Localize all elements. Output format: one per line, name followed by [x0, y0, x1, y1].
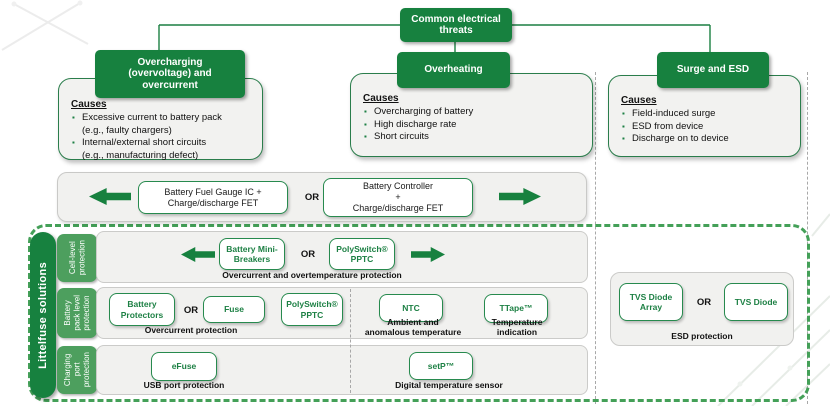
overcharging-title-box: Overcharging (overvoltage) and overcurre… — [95, 50, 245, 98]
decorative-trace-top-left — [1, 0, 89, 51]
tab-charging-port-protection: Charging port protection — [57, 346, 97, 394]
cause-item: Overcharging of battery — [363, 106, 582, 119]
setp-caption: Digital temperature sensor — [395, 380, 503, 390]
overheating-title-box: Overheating — [397, 52, 510, 88]
ttape-box: TTape™ — [484, 294, 548, 323]
polyswitch-pptc-box: PolySwitch® PPTC — [281, 293, 343, 326]
row-battery-pack-level-protection: Battery Protectors OR Fuse PolySwitch® P… — [96, 287, 588, 339]
left-arrow-icon — [89, 188, 131, 205]
littelfuse-solutions-container — [28, 224, 810, 402]
efuse-caption: USB port protection — [143, 380, 225, 390]
row-charging-port-protection: eFuse USB port protection setP™ Digital … — [96, 345, 588, 395]
battery-protectors-box: Battery Protectors — [109, 293, 175, 326]
tvs-diode-box: TVS Diode — [724, 283, 788, 321]
fuse-box: Fuse — [203, 296, 265, 323]
ntc-box: NTC — [379, 294, 443, 322]
causes-heading: Causes — [363, 93, 399, 104]
sidebar-label: Littelfuse solutions — [37, 261, 49, 369]
cause-item: Excessive current to battery pack (e.g.,… — [71, 112, 252, 137]
or-label: OR — [304, 191, 320, 203]
cause-item: Short circuits — [363, 131, 582, 144]
esd-column-divider-left — [595, 72, 596, 404]
solutions-group-divider — [350, 289, 351, 393]
ttape-caption: Temperature indication — [491, 317, 543, 337]
esd-protection-block: TVS Diode Array OR TVS Diode ESD protect… — [610, 272, 794, 346]
or-label: OR — [300, 248, 316, 260]
right-arrow-icon — [411, 247, 445, 262]
ntc-caption: Ambient and anomalous temperature — [364, 317, 462, 337]
common-electrical-threats-box: Common electrical threats — [400, 8, 512, 42]
cause-item: ESD from device — [621, 121, 792, 134]
surge-esd-causes-box: Causes Field-induced surge ESD from devi… — [608, 75, 801, 157]
polyswitch-pptc-box: PolySwitch® PPTC — [329, 238, 395, 270]
or-label: OR — [696, 296, 712, 308]
tab-battery-pack-level-protection: Battery pack level protection — [57, 288, 97, 338]
row-caption: Overcurrent protection — [144, 325, 238, 335]
tab-cell-level-protection: Cell-level protection — [57, 234, 97, 282]
littelfuse-solutions-sidebar: Littelfuse solutions — [30, 232, 56, 398]
tvs-diode-array-box: TVS Diode Array — [619, 283, 683, 321]
or-label: OR — [183, 304, 199, 316]
battery-mini-breakers-box: Battery Mini- Breakers — [219, 238, 285, 270]
tab-label: Charging port protection — [62, 352, 91, 388]
system-protection-band: Battery Fuel Gauge IC + Charge/discharge… — [57, 172, 587, 222]
cause-item: Internal/external short circuits (e.g., … — [71, 137, 252, 162]
right-arrow-icon — [499, 188, 541, 205]
tab-label: Cell-level protection — [67, 240, 87, 276]
cause-item: Field-induced surge — [621, 108, 792, 121]
left-arrow-icon — [181, 247, 215, 262]
battery-fuel-gauge-box: Battery Fuel Gauge IC + Charge/discharge… — [138, 181, 288, 214]
row-cell-level-protection: Battery Mini- Breakers OR PolySwitch® PP… — [96, 231, 588, 283]
surge-esd-title-box: Surge and ESD — [657, 52, 769, 88]
efuse-box: eFuse — [151, 352, 217, 381]
cause-item: High discharge rate — [363, 119, 582, 132]
decorative-trace-bottom-right — [717, 213, 830, 406]
esd-caption: ESD protection — [671, 331, 733, 341]
cause-item: Discharge on to device — [621, 133, 792, 146]
causes-heading: Causes — [621, 95, 657, 106]
battery-controller-box: Battery Controller + Charge/discharge FE… — [323, 178, 473, 217]
causes-heading: Causes — [71, 99, 107, 110]
setp-box: setP™ — [409, 352, 473, 380]
tab-label: Battery pack level protection — [62, 295, 91, 331]
row-caption: Overcurrent and overtemperature protecti… — [222, 270, 402, 280]
